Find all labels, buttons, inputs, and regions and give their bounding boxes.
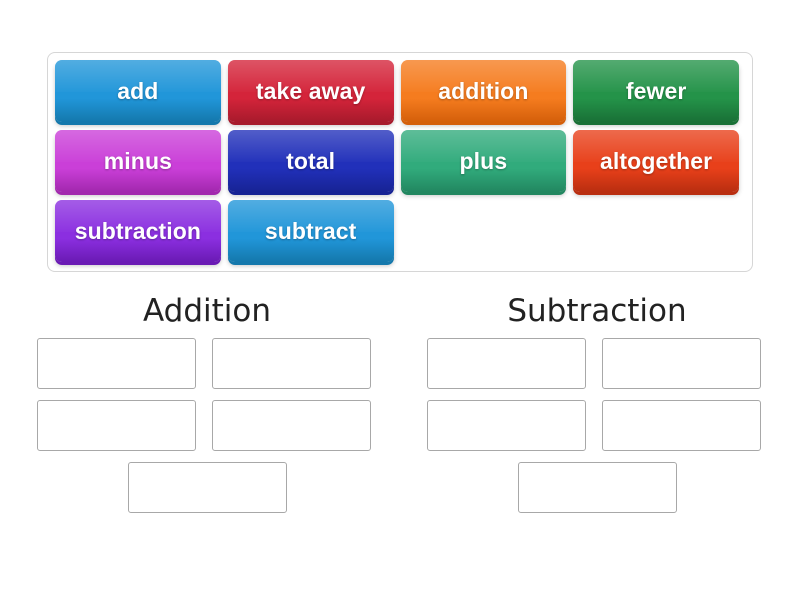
drop-slot-row <box>412 462 782 513</box>
word-bank-row: add take away addition fewer <box>55 60 746 128</box>
word-tile-label: add <box>117 77 159 104</box>
word-tile-label: take away <box>255 77 366 104</box>
word-bank-panel: add take away addition fewer minus total… <box>47 52 753 272</box>
category-title-subtraction: Subtraction <box>507 293 687 329</box>
category-column-subtraction: Subtraction <box>412 292 782 524</box>
word-tile-placeholder <box>573 200 739 262</box>
word-tile-label: subtract <box>264 217 357 244</box>
drop-slot[interactable] <box>427 400 586 451</box>
drop-slot-row <box>22 338 392 389</box>
word-tile-label: subtraction <box>74 217 202 244</box>
word-tile-minus[interactable]: minus <box>55 130 221 192</box>
drop-slot-row <box>412 400 782 451</box>
drop-slot[interactable] <box>427 338 586 389</box>
drop-slot[interactable] <box>602 338 761 389</box>
word-tile-label: altogether <box>600 147 713 174</box>
drop-slot[interactable] <box>517 462 677 513</box>
drop-slot-row <box>412 338 782 389</box>
word-tile-label: plus <box>459 147 508 174</box>
word-tile-subtract[interactable]: subtract <box>227 200 394 262</box>
word-tile-fewer[interactable]: fewer <box>573 60 739 122</box>
word-tile-addition[interactable]: addition <box>400 60 567 122</box>
word-bank-row: subtraction subtract <box>55 200 746 268</box>
category-column-addition: Addition <box>22 292 392 524</box>
word-tile-label: fewer <box>625 77 687 104</box>
word-tile-altogether[interactable]: altogether <box>573 130 739 192</box>
drop-slot[interactable] <box>212 400 371 451</box>
drop-slot[interactable] <box>37 338 196 389</box>
drop-slot-row <box>22 462 392 513</box>
word-tile-label: addition <box>438 77 529 104</box>
word-tile-placeholder <box>401 200 567 262</box>
category-title-addition: Addition <box>142 293 271 329</box>
drop-slot-row <box>22 400 392 451</box>
word-tile-label: minus <box>103 147 172 174</box>
word-tile-total[interactable]: total <box>227 130 394 192</box>
word-tile-label: total <box>286 147 336 174</box>
drop-slot[interactable] <box>127 462 287 513</box>
drop-slot[interactable] <box>602 400 761 451</box>
word-tile-subtraction[interactable]: subtraction <box>55 200 221 262</box>
drop-slot[interactable] <box>37 400 196 451</box>
word-tile-take-away[interactable]: take away <box>227 60 394 122</box>
word-tile-add[interactable]: add <box>55 60 221 122</box>
word-tile-plus[interactable]: plus <box>400 130 567 192</box>
drop-slot[interactable] <box>212 338 371 389</box>
word-bank-row: minus total plus altogether <box>55 130 746 198</box>
